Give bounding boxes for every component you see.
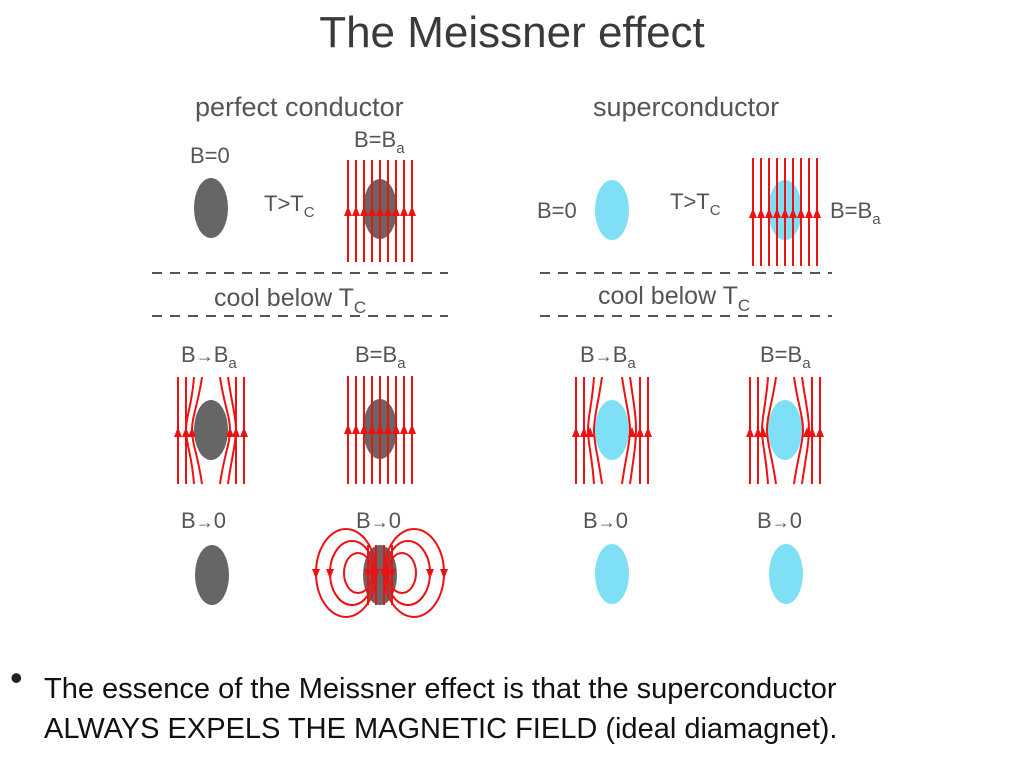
label-t-gt-tc-right: T>TC <box>670 189 721 219</box>
label-b-ba-pc-top: B=Ba <box>354 127 405 157</box>
heading-perfect-conductor: perfect conductor <box>195 92 404 122</box>
field-lines-sc-top <box>749 158 821 266</box>
sc-sample-bottom-right <box>769 544 803 604</box>
label-b-to-zero-sc-left: B→0 <box>583 508 628 533</box>
pc-sample-mid-left <box>194 400 228 460</box>
caption-line-1: The essence of the Meissner effect is th… <box>44 673 837 705</box>
label-b-ba-pc-mid: B=Ba <box>355 342 406 372</box>
sc-sample-bottom-left <box>595 544 629 604</box>
heading-superconductor: superconductor <box>593 92 779 122</box>
trapped-field-pc-bottom <box>312 528 448 618</box>
label-b-ba-sc-top: B=Ba <box>830 198 881 228</box>
label-b-to-ba-pc: B→Ba <box>181 342 237 372</box>
cool-below-right: cool below TC <box>598 282 750 315</box>
page-title: The Meissner effect <box>319 8 705 57</box>
field-lines-sc-mid-right <box>746 376 824 485</box>
caption-line-2: ALWAYS EXPELS THE MAGNETIC FIELD (ideal … <box>44 713 838 745</box>
sc-sample-mid-left <box>595 400 629 460</box>
sc-sample-top-left <box>595 180 629 240</box>
label-b-to-zero-pc-left: B→0 <box>181 508 226 533</box>
field-lines-pc-mid-left <box>174 376 248 485</box>
meissner-diagram: perfect conductor superconductor B=0 T>T… <box>152 92 881 618</box>
label-b-zero-sc-top: B=0 <box>537 198 577 223</box>
label-b-ba-sc-mid: B=Ba <box>760 342 811 372</box>
caption-text: The essence of the Meissner effect is th… <box>44 669 1014 749</box>
cool-below-left: cool below TC <box>214 284 366 317</box>
label-b-zero-pc-top: B=0 <box>190 143 230 168</box>
label-t-gt-tc-left: T>TC <box>264 191 315 221</box>
sc-sample-mid-right <box>768 400 802 460</box>
field-lines-sc-mid-left <box>572 376 652 485</box>
field-lines-pc-mid-right <box>344 376 416 484</box>
pc-sample-bottom-left <box>195 545 229 605</box>
label-b-to-zero-pc-right: B→0 <box>356 508 401 533</box>
field-lines-pc-top <box>344 160 416 262</box>
pc-sample-top-left <box>194 178 228 238</box>
caption-bullet: • <box>10 657 23 698</box>
label-b-to-ba-sc: B→Ba <box>580 342 636 372</box>
label-b-to-zero-sc-right: B→0 <box>757 508 802 533</box>
